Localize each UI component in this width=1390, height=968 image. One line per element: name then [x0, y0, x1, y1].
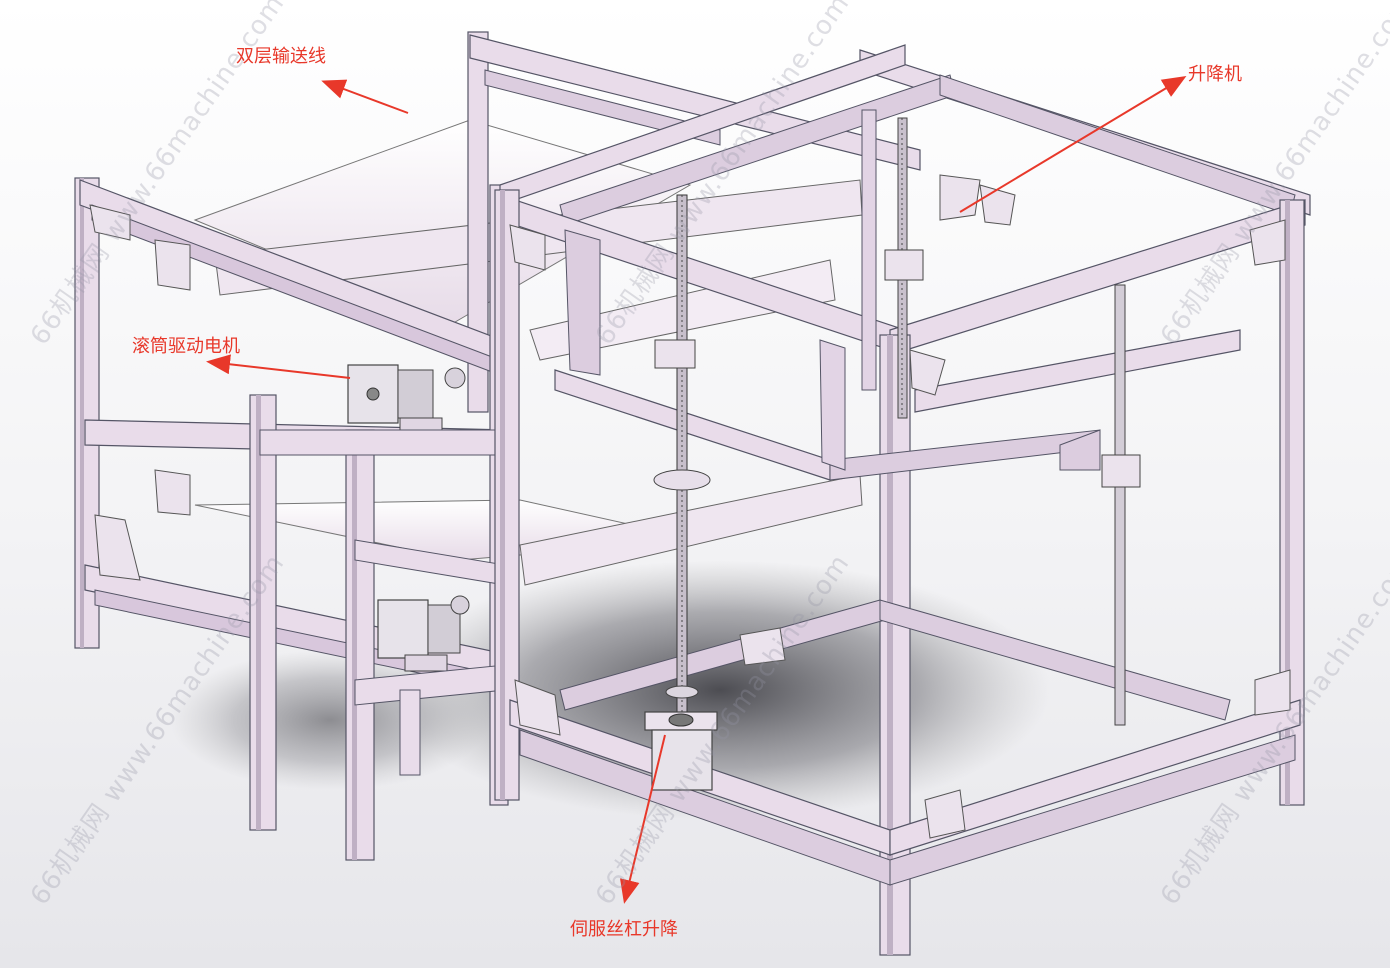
- drum-motor-lower: [377, 595, 470, 672]
- drum-motor-upper: [347, 364, 466, 437]
- callout-screw-lift: 伺服丝杠升降: [570, 919, 678, 940]
- servo-motor: [644, 685, 718, 791]
- arrow-screw-lift: [619, 734, 666, 904]
- lower-roller: [519, 474, 863, 586]
- callout-lift: 升降机: [1188, 64, 1242, 85]
- callout-arrows: [206, 75, 1187, 904]
- arrow-lift: [959, 75, 1187, 213]
- callout-drum-motor: 滚筒驱动电机: [132, 336, 240, 357]
- arrow-drum-motor: [206, 354, 351, 379]
- arrow-conveyor: [321, 79, 409, 114]
- callout-conveyor: 双层输送线: [236, 46, 326, 67]
- lift-frame: [494, 44, 1311, 956]
- guide-rod: [1114, 284, 1126, 726]
